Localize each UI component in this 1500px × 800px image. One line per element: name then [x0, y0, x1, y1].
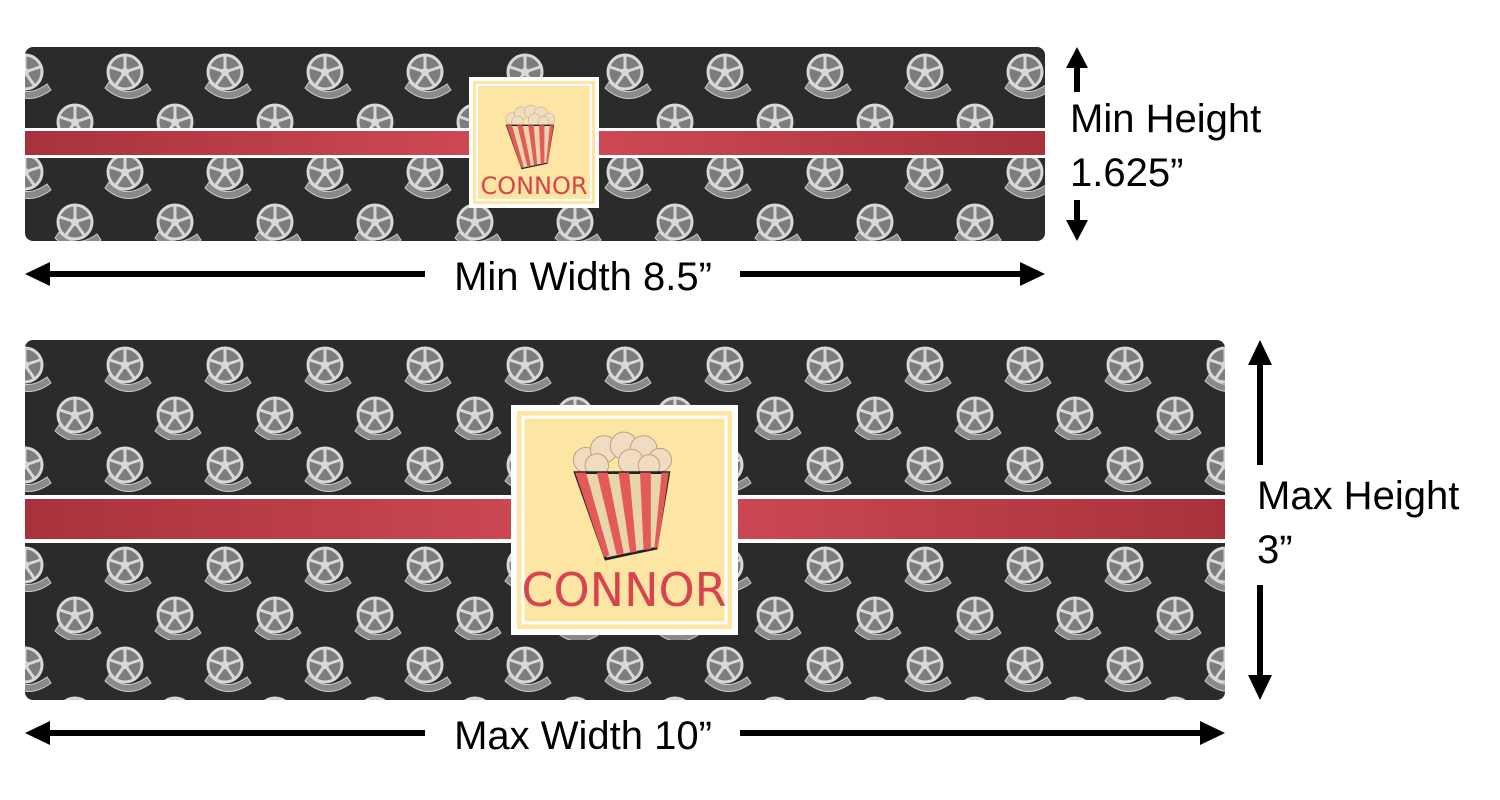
max-width-label: Max Width 10”	[454, 714, 712, 758]
max-height-value: 3”	[1257, 528, 1293, 572]
min-height-dimension: Min Height 1.625”	[1066, 47, 1261, 241]
max-height-dimension: Max Height 3”	[1248, 340, 1459, 700]
large-banner: CONNOR	[25, 340, 1225, 700]
name-emblem: CONNOR	[511, 405, 738, 635]
min-width-label: Min Width 8.5”	[454, 255, 712, 299]
min-height-value: 1.625”	[1070, 151, 1183, 195]
max-width-dimension: Max Width 10”	[25, 714, 1225, 758]
name-emblem: CONNOR	[469, 77, 599, 208]
name-text: CONNOR	[521, 563, 726, 617]
min-width-dimension: Min Width 8.5”	[25, 255, 1045, 299]
name-text: CONNOR	[480, 172, 587, 200]
min-height-label: Min Height	[1070, 97, 1261, 141]
small-banner: CONNOR	[25, 47, 1045, 241]
max-height-label: Max Height	[1257, 474, 1459, 518]
